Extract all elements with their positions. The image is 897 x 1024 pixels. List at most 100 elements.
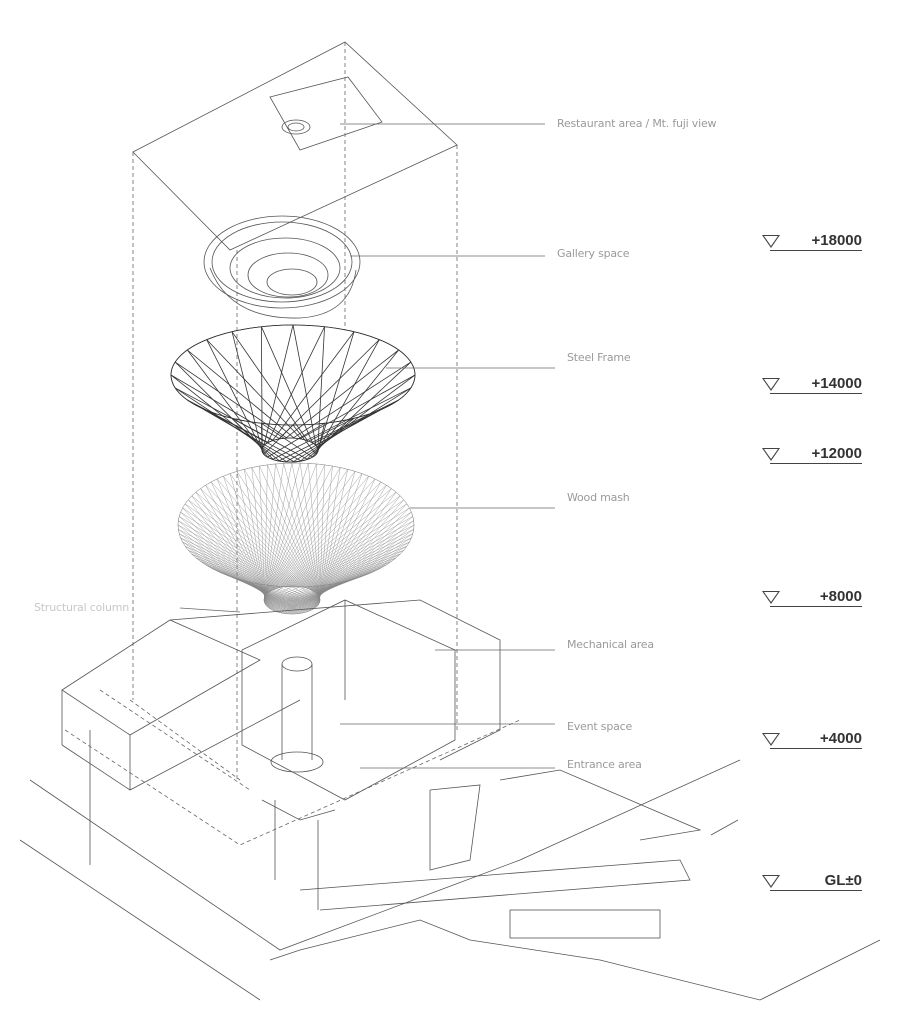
wood-mesh-member [244, 469, 317, 594]
wood-mesh-member [259, 465, 319, 595]
wood-mesh-member [295, 520, 414, 615]
wood-mesh-member [236, 471, 316, 593]
wood-mesh-member [229, 473, 268, 608]
steel-frame-member [170, 374, 281, 440]
label-mechanical: Mechanical area [567, 638, 654, 651]
wood-mesh-member [308, 586, 321, 600]
wood-mesh-member [318, 467, 341, 605]
wood-mesh-member [265, 465, 333, 595]
wood-mesh-member [223, 476, 313, 591]
level-triangle-icon [762, 875, 780, 888]
level-triangle-icon [762, 378, 780, 391]
wood-mesh-member [216, 478, 271, 609]
wood-mesh-member [216, 478, 312, 591]
wood-mesh-member [267, 469, 348, 594]
wood-mesh-member [291, 520, 414, 587]
wood-mesh-member [306, 553, 401, 589]
wood-mesh-member [223, 476, 269, 608]
wood-mesh-member [309, 561, 392, 590]
wood-mesh-member [205, 485, 273, 611]
wood-mesh-member [277, 488, 392, 589]
wood-mesh-member [251, 467, 318, 594]
steel-frame-member [231, 331, 263, 452]
wood-mesh-member [264, 463, 309, 598]
wood-mesh-member [305, 550, 404, 588]
label-gallery: Gallery space [557, 247, 630, 260]
wood-mesh-member [288, 511, 412, 587]
wood-mesh-member [319, 464, 325, 603]
level-triangle-icon [762, 591, 780, 604]
steel-frame-member [261, 326, 263, 449]
wood-mesh-member [297, 516, 413, 614]
steel-frame-member [206, 339, 302, 440]
steel-frame-member [174, 387, 288, 463]
steel-frame-member [261, 422, 313, 458]
steel-frame-member [174, 361, 288, 439]
wood-mesh [177, 462, 415, 615]
wood-mesh-member [318, 466, 333, 604]
wood-mesh-member [229, 473, 315, 592]
steel-frame-member [170, 374, 281, 462]
wood-mesh-member [269, 473, 363, 592]
wood-mesh-member [283, 463, 320, 598]
wood-mesh-member [268, 471, 356, 593]
level-marker: +12000 [762, 445, 862, 467]
steel-frame-member [187, 349, 269, 458]
wood-mesh-member [182, 541, 283, 588]
wood-mesh-member [295, 529, 414, 587]
wood-mesh-member [284, 503, 407, 587]
wood-mesh-member [319, 585, 325, 598]
wood-mesh-member [184, 503, 300, 587]
wood-mesh-member [185, 546, 300, 614]
wood-mesh-member [179, 533, 295, 615]
wood-mesh-member [178, 520, 289, 615]
wood-mesh-member [263, 462, 301, 599]
wood-mesh-member [263, 462, 293, 600]
wood-mesh-member [316, 586, 321, 599]
wood-mesh-member [271, 476, 369, 591]
level-marker: +18000 [762, 232, 862, 254]
wood-mesh-member [191, 495, 304, 588]
steel-frame-member [315, 339, 380, 456]
wood-mesh-member [244, 469, 267, 606]
wood-mesh-member [317, 580, 348, 595]
wood-mesh-member [299, 537, 412, 587]
label-restaurant: Restaurant area / Mt. fuji view [557, 117, 717, 130]
wood-mesh-member [303, 546, 407, 588]
wood-mesh-member [182, 541, 298, 614]
wood-mesh-member [251, 467, 266, 605]
wood-mesh-member [299, 463, 321, 600]
wood-mesh-member [275, 485, 387, 589]
level-marker: +14000 [762, 375, 862, 397]
label-steel-frame: Steel Frame [567, 351, 631, 364]
wood-mesh-member [205, 485, 309, 589]
steel-frame-member [306, 387, 412, 441]
wood-mesh-member [301, 541, 410, 588]
level-marker: GL±0 [762, 872, 862, 894]
steel-frame-member [317, 326, 325, 449]
wood-mesh-member [278, 491, 397, 588]
label-structural-column: Structural column [34, 601, 130, 614]
steel-frame-member [272, 331, 355, 441]
wood-mesh-member [180, 511, 285, 614]
wood-mesh-member [264, 464, 268, 603]
wood-mesh-member [180, 537, 296, 615]
wood-mesh-member [291, 586, 320, 602]
wood-mesh-member [178, 529, 293, 615]
level-triangle-icon [762, 448, 780, 461]
wood-mesh-member [293, 524, 415, 615]
wood-mesh-member [200, 488, 275, 611]
wood-mesh-member [267, 464, 319, 596]
steel-frame-member [285, 349, 399, 439]
wood-mesh-member [291, 462, 321, 599]
projection-lines [64, 42, 521, 846]
wood-mesh-member [265, 464, 325, 596]
steel-frame-member [267, 326, 325, 444]
wood-mesh-member [283, 586, 320, 603]
leader-lines [179, 123, 555, 769]
wood-mesh-member [315, 573, 369, 593]
wood-mesh-member [293, 524, 415, 587]
wood-mesh-member [264, 585, 317, 604]
wood-mesh-member [191, 553, 304, 613]
